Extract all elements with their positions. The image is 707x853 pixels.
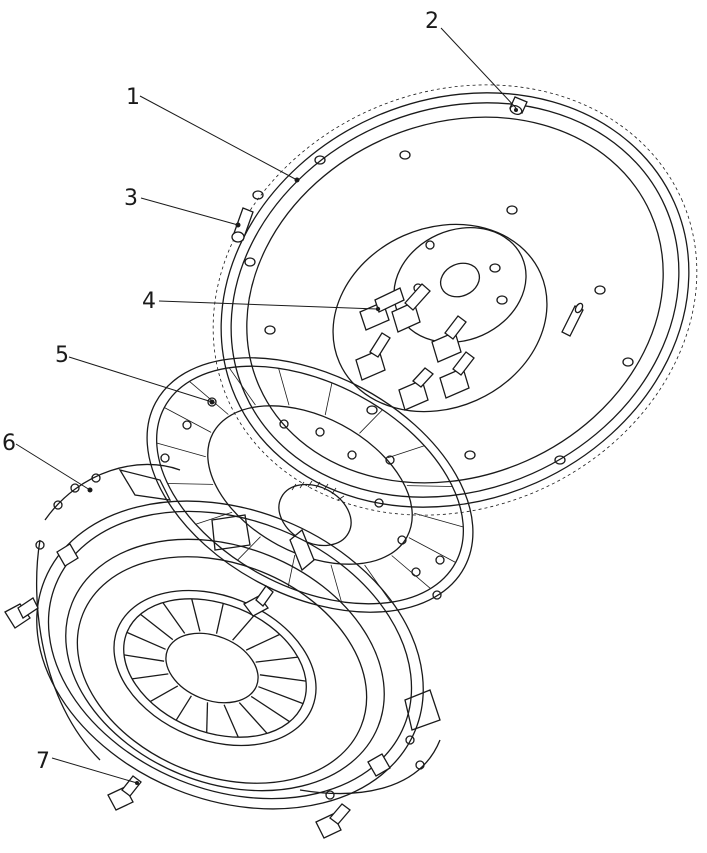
lining-segment-divider [324,382,333,416]
flywheel-bolts [355,283,475,411]
diaphragm-finger [126,631,166,650]
lining-segment-divider [164,407,212,433]
pressure-plate-bolts [4,543,391,839]
lining-segment-divider [359,409,383,434]
callout-4: 4 [142,289,156,314]
diaphragm-spring-fingers [123,598,307,738]
pressure-plate-bolt [4,597,39,629]
pressure-plate-bolt [367,753,391,777]
callout-leaders [15,27,517,784]
callout-numbers: 1 2 3 4 5 6 7 [2,9,439,774]
diaphragm-finger [259,674,307,682]
lining-segment-divider [167,483,214,485]
pressure-plate-bolt [243,585,274,617]
lining-segment-divider [330,564,342,602]
lining-segment-divider [408,537,456,563]
callout-1: 1 [126,85,140,110]
callout-6: 6 [2,431,16,456]
diaphragm-finger [255,656,298,663]
flywheel [212,84,698,516]
clutch-disc-lining-segments [156,367,464,603]
diaphragm-finger [139,613,174,641]
lining-segment-divider [278,368,290,406]
pressure-plate-bolt [107,775,142,811]
pressure-plate-bolt [56,543,79,567]
lining-segment-divider [414,512,464,528]
pressure-plate-bolt [315,803,351,839]
diaphragm-finger [206,702,209,733]
lining-segment-divider [287,554,296,588]
diaphragm-finger [238,702,268,734]
pin-part-2 [509,96,528,115]
callout-2: 2 [425,9,439,34]
clutch-disc [146,357,474,613]
flywheel-bolt [431,315,467,363]
flywheel-holes [244,150,634,465]
diaphragm-finger [215,603,224,634]
pressure-plate-cover [35,463,441,810]
flywheel-bolt [355,332,391,381]
clutch-disc-rivets [160,397,445,600]
lining-segment-divider [189,381,229,415]
cover-flange [36,463,441,795]
diaphragm-finger [258,686,304,705]
flywheel-bolt [439,351,475,399]
cover-holes [35,473,425,800]
diaphragm-finger [245,633,281,651]
lining-segment-divider [228,367,256,406]
diaphragm-finger [175,695,192,721]
lining-segment-divider [391,555,431,589]
lining-segment-divider [156,442,206,458]
flywheel-bolt [391,283,431,333]
dowel-part-3 [231,207,254,243]
diaphragm-finger [191,598,201,632]
clutch-disc-splined-hub [278,480,352,572]
diaphragm-finger [132,673,169,680]
flywheel-bolt [398,367,434,411]
diaphragm-finger [250,695,290,723]
diaphragm-finger [162,602,186,634]
diaphragm-finger [149,685,179,703]
flywheel-ring-gear [212,84,698,516]
lining-segment-divider [387,445,425,459]
diaphragm-finger [223,704,239,738]
callout-3: 3 [124,186,138,211]
diaphragm-finger [232,615,255,641]
diaphragm-finger [123,654,165,662]
callout-5: 5 [55,343,69,368]
lining-segment-divider [406,485,453,487]
flywheel-dowel-pin [561,302,584,337]
flywheel-hub [332,223,548,413]
callout-7: 7 [36,749,50,774]
